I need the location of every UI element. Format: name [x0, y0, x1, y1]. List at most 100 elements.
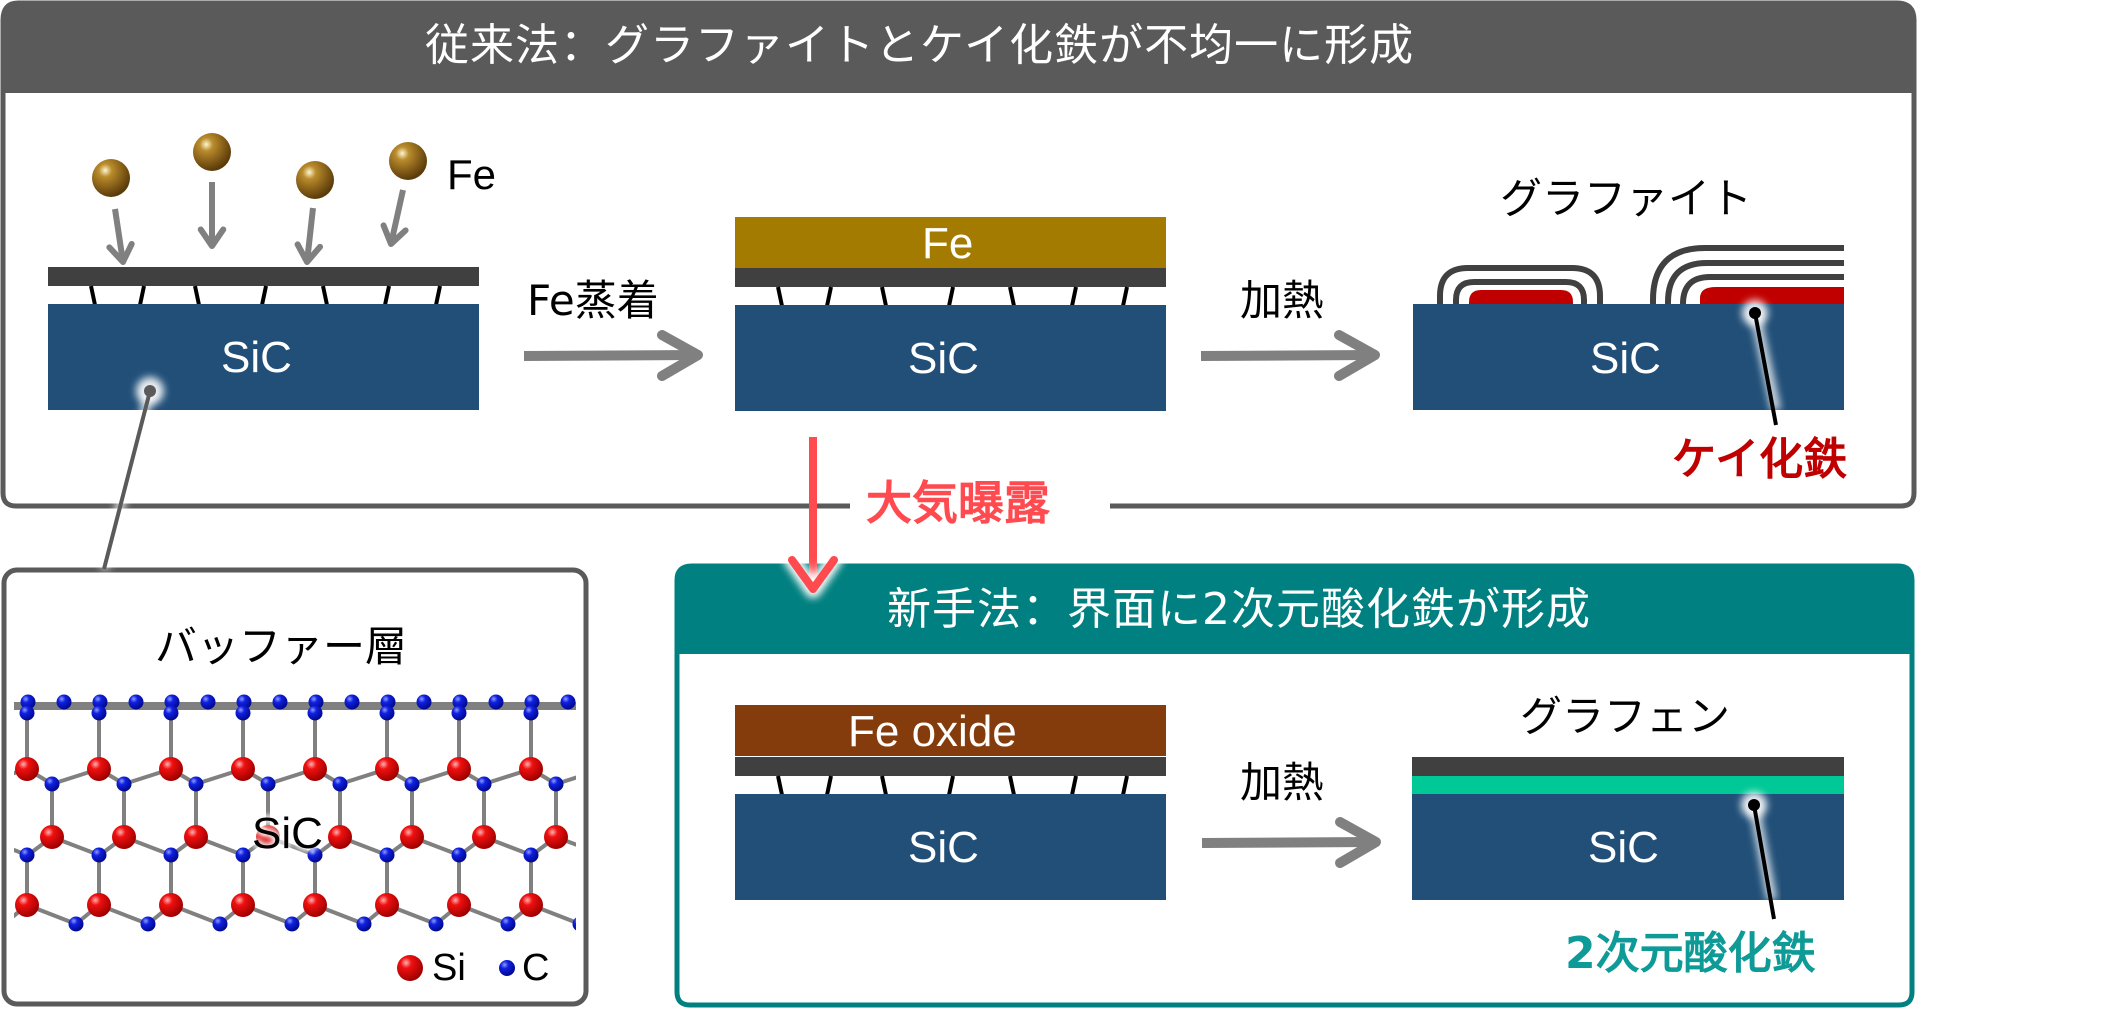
interface-bonds — [89, 285, 442, 306]
oxide-2d-label: 2次元酸化鉄 — [1565, 928, 1816, 979]
new-method-panel-header — [677, 566, 1912, 654]
c-atom — [235, 705, 251, 721]
c-atom — [91, 705, 107, 721]
lattice-bond — [603, 769, 628, 784]
callout-line — [102, 390, 152, 570]
c-atom — [272, 694, 288, 710]
graphite-layer — [1680, 274, 1844, 305]
bond-line — [321, 285, 329, 306]
si-atom — [544, 825, 568, 849]
buffer-layer — [735, 757, 1166, 776]
c-atom — [428, 916, 444, 932]
bond-line — [1121, 286, 1129, 307]
si-atom — [375, 757, 399, 781]
air-exposure-label: 大気曝露 — [866, 476, 1050, 530]
bond-line — [1070, 775, 1078, 796]
silicide-callout-line — [1753, 312, 1778, 426]
c-atom — [524, 694, 540, 710]
si-atom — [40, 825, 64, 849]
heating-arrow-new — [1201, 817, 1381, 868]
legend-c-label: C — [522, 947, 550, 989]
si-atom — [472, 825, 496, 849]
bond-line — [880, 775, 888, 796]
c-atom — [597, 695, 612, 710]
interface-bonds — [776, 286, 1129, 307]
si-atom — [519, 893, 543, 917]
c-atom — [116, 776, 132, 792]
c-atom — [621, 777, 636, 792]
lattice-bond — [652, 905, 675, 924]
si-atom — [303, 757, 327, 781]
fe-deposition-arrow — [523, 330, 703, 381]
new-method-panel-title: 新手法：界面に2次元酸化鉄が形成 — [887, 584, 1591, 635]
graphene-label: グラフェン — [1520, 692, 1731, 741]
c-atom — [235, 847, 251, 863]
fe-atom — [92, 159, 130, 197]
c-atom — [356, 916, 372, 932]
bond-line — [434, 285, 442, 306]
bond-line — [776, 286, 784, 307]
c-atom — [19, 705, 35, 721]
graphite-layer — [1437, 265, 1603, 305]
bond-line — [880, 286, 888, 307]
si-atom — [519, 757, 543, 781]
c-atom — [44, 776, 60, 792]
c-atom — [452, 694, 468, 710]
bond-line — [1008, 775, 1016, 796]
c-atom — [188, 776, 204, 792]
fe-atoms — [92, 133, 427, 265]
lattice-bond — [604, 837, 628, 855]
legend — [397, 955, 515, 981]
c-atom — [416, 694, 432, 710]
si-atom — [591, 893, 615, 917]
bond-line — [383, 285, 391, 306]
c-atom — [548, 776, 564, 792]
c-atom — [164, 694, 180, 710]
sic-substrate — [48, 304, 479, 410]
c-atom — [451, 705, 467, 721]
bond-line — [89, 285, 97, 306]
buffer-layer — [735, 268, 1166, 287]
sic-label: SiC — [221, 333, 292, 382]
c-atom — [20, 694, 36, 710]
c-atom — [284, 916, 300, 932]
heating-label-conventional: 加熱 — [1240, 276, 1325, 325]
si-atom — [87, 893, 111, 917]
legend-c-symbol — [499, 960, 515, 976]
conventional-panel-title: 従来法：グラファイトとケイ化鉄が不均一に形成 — [425, 20, 1415, 71]
iron-silicide-island — [1469, 290, 1573, 305]
fall-arrow-head — [294, 241, 324, 265]
conventional-step1-stack — [48, 133, 479, 410]
bond-line — [138, 285, 146, 306]
c-atom — [308, 694, 324, 710]
sic-substrate — [735, 305, 1166, 411]
conventional-panel-header — [3, 3, 1914, 93]
c-atom — [344, 694, 360, 710]
lattice-bond — [603, 905, 652, 924]
c-atom — [128, 694, 144, 710]
c-atom — [404, 776, 420, 792]
sic-label: SiC — [1588, 823, 1659, 872]
c-atom — [92, 694, 108, 710]
bond-line — [260, 285, 268, 306]
buffer-callout — [99, 377, 164, 571]
buffer-layer-title: バッファー層 — [155, 622, 408, 671]
c-atom — [596, 848, 611, 863]
si-atom — [15, 893, 39, 917]
buffer-panel-frame — [1, 567, 589, 1007]
sic-label: SiC — [908, 823, 979, 872]
graphite-layer — [1665, 260, 1844, 305]
c-atom — [307, 705, 323, 721]
graphite-layer — [1453, 279, 1587, 305]
c-atom — [332, 776, 348, 792]
si-atom — [616, 825, 640, 849]
si-atom — [15, 757, 39, 781]
c-atom — [380, 694, 396, 710]
c-atom — [68, 916, 84, 932]
air-exposure-arrow — [784, 437, 1110, 598]
iron-silicide-island — [1700, 287, 1844, 305]
fe-deposition-label: Fe蒸着 — [527, 276, 659, 325]
fall-arrow-shaft — [112, 208, 126, 263]
c-atom — [91, 847, 107, 863]
c-atom — [645, 917, 660, 932]
